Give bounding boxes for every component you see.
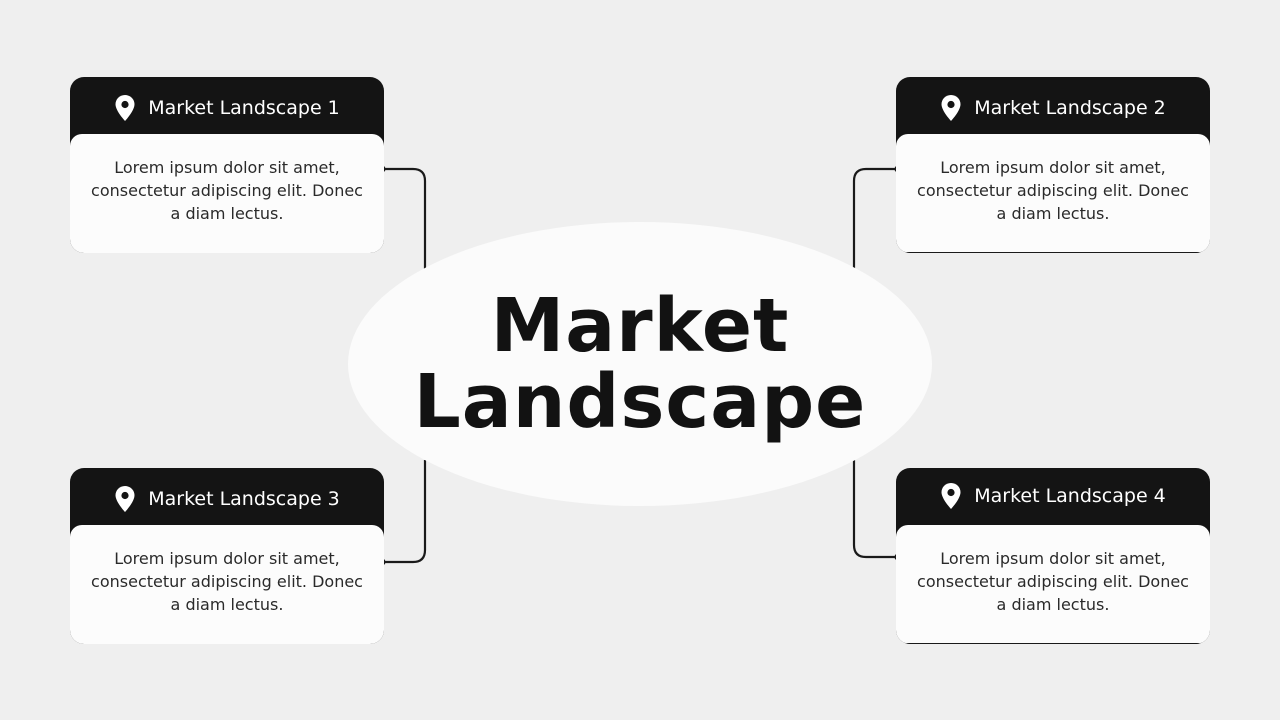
connector-2 xyxy=(852,167,898,270)
card-header: Market Landscape 2 xyxy=(896,77,1210,139)
card-title: Market Landscape 2 xyxy=(974,97,1166,119)
connector-4 xyxy=(852,460,898,559)
card-header: Market Landscape 4 xyxy=(896,468,1210,523)
card-body: Lorem ipsum dolor sit amet, consectetur … xyxy=(70,525,384,644)
card-title: Market Landscape 3 xyxy=(148,488,340,510)
connector-1 xyxy=(382,167,427,270)
card-title: Market Landscape 1 xyxy=(148,97,340,119)
card-text: Lorem ipsum dolor sit amet, consectetur … xyxy=(91,549,363,614)
location-pin-icon xyxy=(115,95,135,121)
card-header: Market Landscape 3 xyxy=(70,468,384,530)
location-pin-icon xyxy=(115,486,135,512)
market-card-3: Market Landscape 3 Lorem ipsum dolor sit… xyxy=(70,468,384,644)
card-text: Lorem ipsum dolor sit amet, consectetur … xyxy=(917,549,1189,614)
card-body: Lorem ipsum dolor sit amet, consectetur … xyxy=(896,134,1210,253)
card-header: Market Landscape 1 xyxy=(70,77,384,139)
card-text: Lorem ipsum dolor sit amet, consectetur … xyxy=(91,158,363,223)
market-card-2: Market Landscape 2 Lorem ipsum dolor sit… xyxy=(896,77,1210,253)
location-pin-icon xyxy=(941,95,961,121)
hub-title: Market Landscape xyxy=(413,283,867,445)
market-card-1: Market Landscape 1 Lorem ipsum dolor sit… xyxy=(70,77,384,253)
market-card-4: Market Landscape 4 Lorem ipsum dolor sit… xyxy=(896,468,1210,644)
card-body: Lorem ipsum dolor sit amet, consectetur … xyxy=(70,134,384,253)
connector-3 xyxy=(382,460,427,564)
card-text: Lorem ipsum dolor sit amet, consectetur … xyxy=(917,158,1189,223)
central-hub: Market Landscape xyxy=(348,222,932,506)
card-title: Market Landscape 4 xyxy=(974,484,1166,507)
card-body: Lorem ipsum dolor sit amet, consectetur … xyxy=(896,525,1210,644)
location-pin-icon xyxy=(941,482,961,509)
